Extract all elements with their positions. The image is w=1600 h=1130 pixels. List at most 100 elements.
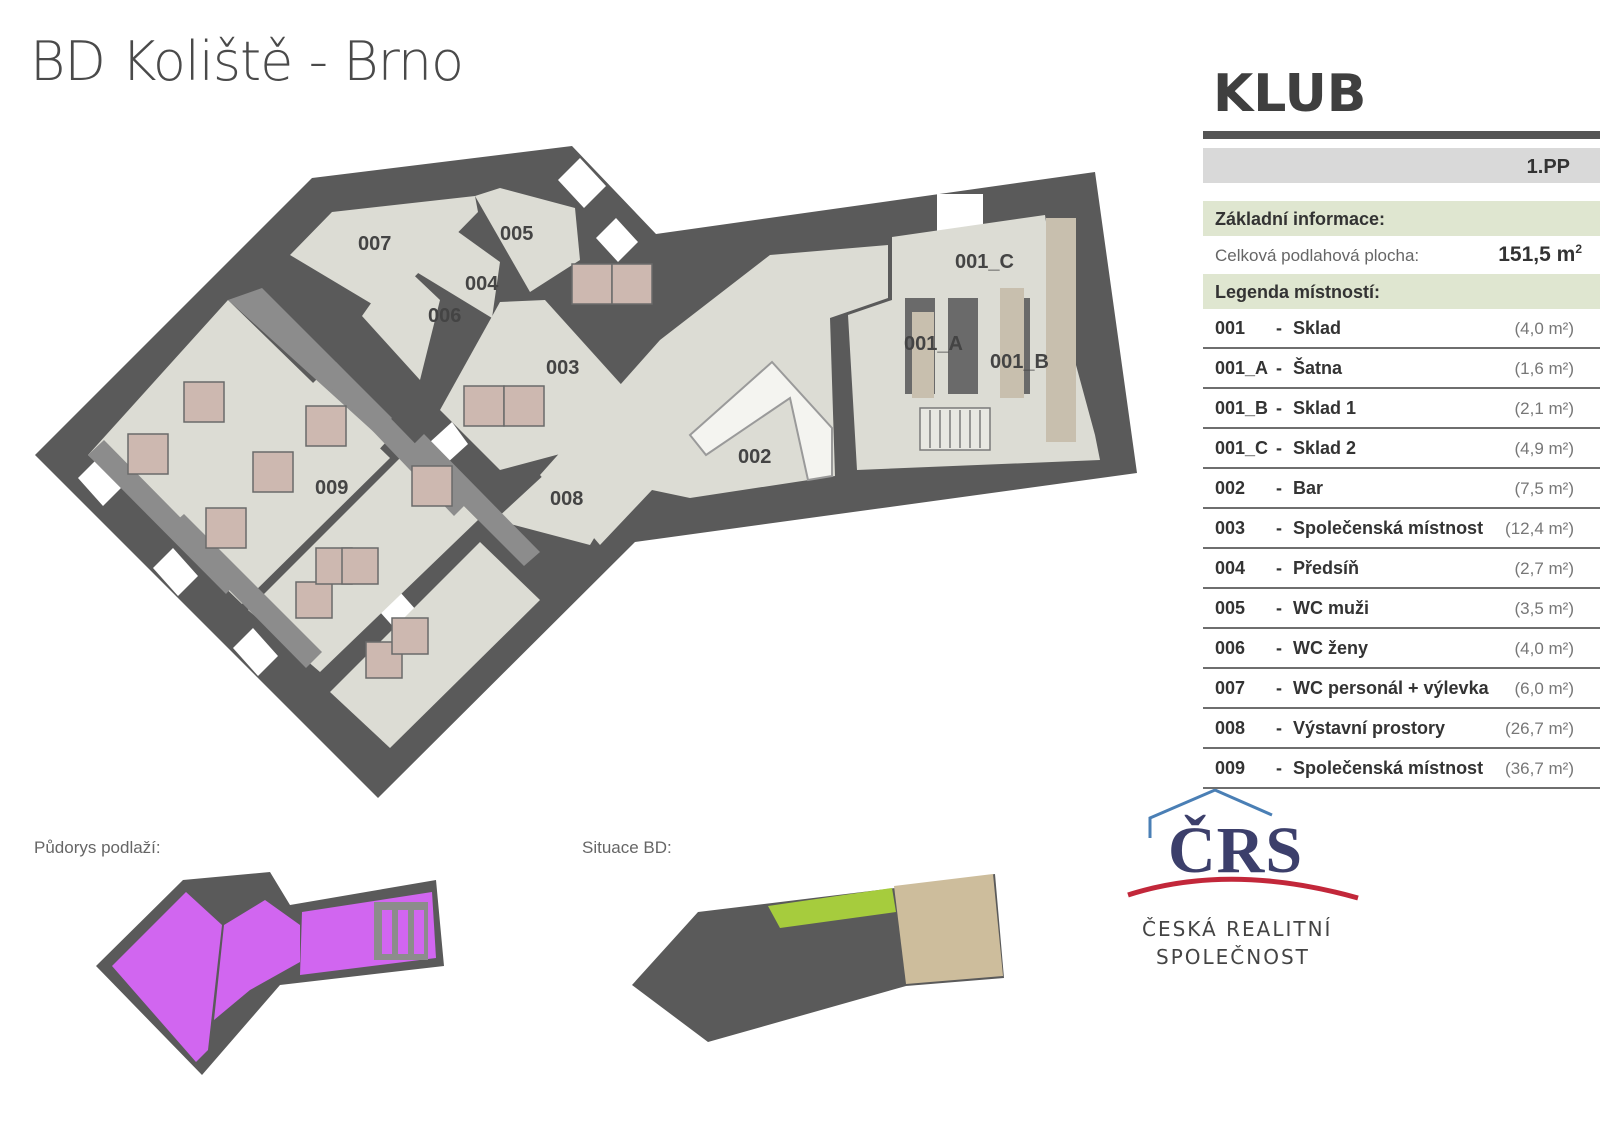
tables (127, 263, 653, 679)
legend-area: (6,0 m²) (1514, 679, 1575, 698)
legend-dash: - (1276, 758, 1282, 778)
legend-name: WC muži (1293, 598, 1369, 618)
legend-dash: - (1276, 518, 1282, 538)
legend-area: (4,0 m²) (1514, 639, 1575, 658)
legend-name: WC personál + výlevka (1293, 678, 1489, 698)
room-label-003: 003 (546, 357, 579, 379)
legend-name: Sklad 1 (1293, 398, 1357, 418)
legend-row: 001_C-Sklad 2 (4,9 m²) (1203, 429, 1600, 469)
legend-name: Sklad 2 (1293, 438, 1357, 458)
legend-row: 004 -Předsíň (2,7 m²) (1203, 549, 1600, 589)
basic-info-heading: Základní informace: (1203, 201, 1600, 236)
legend-code: 001_A (1215, 358, 1269, 378)
stair (919, 407, 991, 451)
site-thumbnail (632, 874, 1004, 1042)
floor-bar: 1.PP (1203, 148, 1600, 183)
legend-code: 004 (1215, 558, 1246, 578)
legend-name: Bar (1293, 478, 1324, 498)
legend-area: (36,7 m²) (1505, 759, 1574, 778)
bar-counter (688, 360, 833, 482)
legend-row: 003 -Společenská místnost (12,4 m²) (1203, 509, 1600, 549)
legend-dash: - (1276, 398, 1282, 418)
legend-row: 001_A-Šatna (1,6 m²) (1203, 349, 1600, 389)
room-label-004: 004 (465, 273, 499, 295)
legend-row: 006 -WC ženy (4,0 m²) (1203, 629, 1600, 669)
logo-text-line1: ČESKÁ REALITNÍ (1142, 917, 1333, 941)
section-title: KLUB (1213, 64, 1367, 124)
room-label-001-c: 001_C (955, 251, 1014, 273)
legend-heading-text: Legenda místností: (1215, 282, 1381, 302)
legend-dash: - (1276, 718, 1282, 738)
legend-name: Výstavní prostory (1293, 718, 1446, 738)
basic-info-heading-text: Základní informace: (1215, 209, 1386, 229)
total-area-label: Celková podlahová plocha: (1215, 246, 1420, 265)
legend-dash: - (1276, 678, 1282, 698)
logo-text-line2: SPOLEČNOST (1156, 945, 1310, 969)
floor-thumbnail-caption: Půdorys podlaží: (34, 838, 161, 857)
page-title: BD Koliště - Brno (30, 30, 464, 93)
legend-code: 007 (1215, 678, 1246, 698)
room-label-001-b: 001_B (990, 351, 1049, 373)
legend-name: Společenská místnost (1293, 758, 1484, 778)
legend-area: (12,4 m²) (1505, 519, 1574, 538)
legend-area: (2,7 m²) (1514, 559, 1575, 578)
logo-letters: ČRS (1168, 814, 1304, 887)
info-panel: KLUB 1.PP Základní informace: Celková po… (1203, 64, 1600, 789)
room-label-007: 007 (358, 233, 391, 255)
room-label-008: 008 (550, 488, 583, 510)
legend-row: 002 -Bar (7,5 m²) (1203, 469, 1600, 509)
legend-code: 005 (1215, 598, 1246, 618)
total-area-row: Celková podlahová plocha: 151,5 m2 (1203, 236, 1600, 274)
legend-code: 001 (1215, 318, 1246, 338)
room-label-006: 006 (428, 305, 461, 327)
legend-name: WC ženy (1293, 638, 1369, 658)
legend-row: 008 -Výstavní prostory (26,7 m²) (1203, 709, 1600, 749)
room-label-005: 005 (500, 223, 533, 245)
legend-area: (1,6 m²) (1514, 359, 1575, 378)
crs-logo: ČRS ČESKÁ REALITNÍ SPOLEČNOST (1140, 785, 1360, 975)
legend-name: Šatna (1293, 358, 1343, 378)
legend-dash: - (1276, 318, 1282, 338)
legend-code: 001_B (1215, 398, 1269, 418)
legend-row: 009 -Společenská místnost (36,7 m²) (1203, 749, 1600, 789)
legend-code: 009 (1215, 758, 1246, 778)
legend-dash: - (1276, 638, 1282, 658)
legend-code: 001_C (1215, 438, 1269, 458)
inner-walls (88, 218, 1076, 668)
title-underline (1203, 131, 1600, 139)
legend-area: (7,5 m²) (1514, 479, 1575, 498)
total-area-unit-sup: 2 (1575, 242, 1582, 256)
legend-dash: - (1276, 358, 1282, 378)
legend-area: (3,5 m²) (1514, 599, 1575, 618)
legend-row: 001_B-Sklad 1 (2,1 m²) (1203, 389, 1600, 429)
legend-name: Společenská místnost (1293, 518, 1484, 538)
total-area-value: 151,5 m2 (1498, 242, 1582, 267)
legend-row: 005 -WC muži (3,5 m²) (1203, 589, 1600, 629)
legend-area: (4,0 m²) (1514, 319, 1575, 338)
legend-area: (2,1 m²) (1514, 399, 1575, 418)
legend-dash: - (1276, 438, 1282, 458)
room-label-002: 002 (738, 446, 771, 468)
windows (78, 158, 983, 676)
site-thumbnail-caption: Situace BD: (582, 838, 672, 857)
room-label-009: 009 (315, 477, 348, 499)
legend-area: (26,7 m²) (1505, 719, 1574, 738)
legend-name: Předsíň (1293, 558, 1360, 578)
legend-code: 003 (1215, 518, 1246, 538)
logo-graphic (1127, 788, 1359, 901)
room-label-001-a: 001_A (904, 333, 963, 355)
legend-dash: - (1276, 598, 1282, 618)
floor-label: 1.PP (1526, 156, 1570, 178)
legend-row: 007 -WC personál + výlevka (6,0 m²) (1203, 669, 1600, 709)
legend-area: (4,9 m²) (1514, 439, 1575, 458)
legend-code: 006 (1215, 638, 1246, 658)
legend-dash: - (1276, 558, 1282, 578)
legend-dash: - (1276, 478, 1282, 498)
legend-row: 001 -Sklad (4,0 m²) (1203, 309, 1600, 349)
floor-thumbnail (96, 872, 444, 1075)
legend-code: 002 (1215, 478, 1246, 498)
legend-code: 008 (1215, 718, 1246, 738)
legend-name: Sklad (1293, 318, 1342, 338)
total-area-number: 151,5 m (1498, 243, 1576, 266)
